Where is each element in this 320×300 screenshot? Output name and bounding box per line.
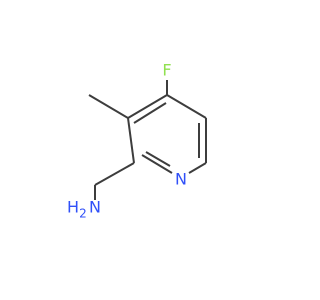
bond-c2-c3 — [127, 117, 135, 164]
amine-hydrogen-count: 2 — [79, 207, 87, 221]
bond-c3-c4 — [127, 94, 168, 119]
amine-hydrogen-label: H — [67, 198, 79, 217]
amine-nitrogen-label: N — [89, 198, 101, 217]
bond-c4-c5 — [166, 94, 207, 119]
bond-c2-ch2 — [94, 162, 135, 186]
bond-c6-n1 — [188, 162, 207, 174]
bond-n1-c2 — [141, 154, 173, 174]
structure-diagram: F N H 2 N — [67, 61, 207, 221]
bond-n1-c2-double — [145, 151, 171, 167]
fluorine-label: F — [162, 61, 171, 80]
bond-c3-methyl — [88, 94, 129, 119]
bond-c3-c4-double — [133, 102, 167, 124]
ring-nitrogen-label: N — [175, 170, 187, 189]
